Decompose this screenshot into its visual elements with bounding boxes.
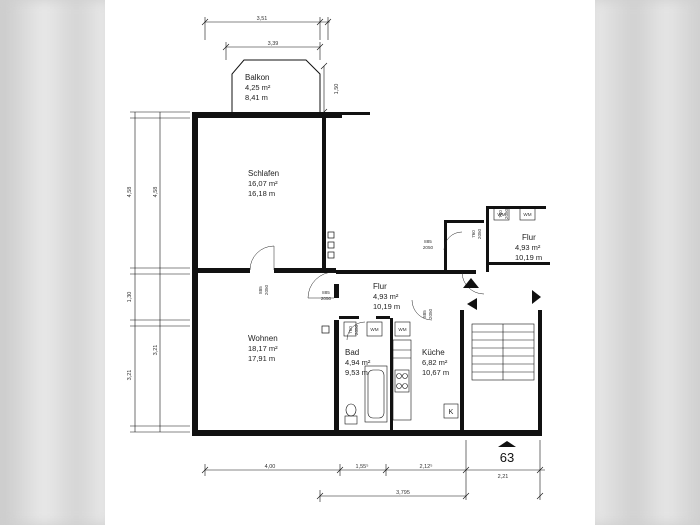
room-area-flur: 4,93 m² [373, 292, 399, 301]
k-label: K [449, 409, 454, 416]
door-height-3: 2050 [423, 245, 434, 250]
blurred-right-margin [590, 0, 700, 525]
room-perimeter-wohnen: 17,91 m [248, 354, 275, 363]
dim-bottom-3: 2,12⁵ [420, 463, 433, 470]
arrow-left-marker [467, 298, 477, 310]
blurred-left-margin [0, 0, 110, 525]
room-flur-2: Flur 4,93 m² 10,19 m [515, 233, 542, 262]
room-area-balkon: 4,25 m² [245, 83, 271, 92]
door-height-5: 2050 [354, 324, 359, 335]
door-width-2: 885 [322, 290, 330, 295]
door-width-7: 760 [498, 210, 503, 218]
dim-left-2: 4,58 [153, 187, 159, 198]
wm-label-bad: WM [370, 327, 378, 332]
top-dimensions: 3,51 3,39 1,50 [201, 16, 340, 116]
room-perimeter-schlafen: 16,18 m [248, 189, 275, 198]
dim-bottom-4: 2,21 [498, 474, 509, 480]
room-name-wohnen: Wohnen [248, 334, 278, 343]
door-height-2: 2050 [321, 296, 332, 301]
door-width-3: 885 [424, 239, 432, 244]
walls [192, 59, 550, 436]
room-area-bad: 4,94 m² [345, 358, 371, 367]
room-bad: Bad 4,94 m² 9,53 m [345, 348, 371, 377]
dim-left-3: 1,30 [127, 292, 133, 303]
apartment-number: 63 [500, 450, 514, 465]
dim-left-1: 4,58 [127, 187, 133, 198]
dim-balkon-depth: 1,50 [334, 84, 340, 95]
door-width-5: 760 [348, 326, 353, 334]
room-wohnen: Wohnen 18,17 m² 17,91 m [248, 334, 278, 363]
dim-bottom-5: 3,795 [396, 490, 410, 496]
dim-top-2: 3,39 [268, 41, 279, 47]
entrance-marker [498, 441, 516, 447]
fixtures: WM WM WM WM K [321, 207, 536, 425]
dim-top-1: 3,51 [257, 16, 268, 22]
room-perimeter-kueche: 10,67 m [422, 368, 449, 377]
door-height-7: 2050 [504, 208, 509, 219]
room-name-flur-2: Flur [522, 233, 536, 242]
door-width-4: 760 [471, 230, 476, 238]
door-width-1: 885 [258, 286, 263, 294]
wm-label-kueche: WM [398, 327, 406, 332]
dim-left-5: 3,21 [153, 345, 159, 356]
room-area-schlafen: 16,07 m² [248, 179, 278, 188]
room-area-flur-2: 4,93 m² [515, 243, 541, 252]
room-area-kueche: 6,82 m² [422, 358, 448, 367]
arrow-up-marker [463, 278, 479, 288]
dim-bottom-1: 4,00 [265, 464, 276, 470]
room-name-schlafen: Schlafen [248, 169, 279, 178]
room-name-balkon: Balkon [245, 73, 269, 82]
left-dimensions: 4,58 4,58 1,30 3,21 3,21 [127, 111, 190, 433]
room-kueche: Küche 6,82 m² 10,67 m [422, 348, 449, 377]
door-width-6: 885 [422, 310, 427, 318]
bottom-dimensions: 4,00 1,55⁵ 2,12⁵ 2,21 3,795 [201, 440, 545, 502]
room-perimeter-bad: 9,53 m [345, 368, 368, 377]
staircase [471, 323, 535, 381]
arrow-right-marker [532, 290, 541, 304]
room-schlafen: Schlafen 16,07 m² 16,18 m [248, 169, 279, 198]
room-flur: Flur 4,93 m² 10,19 m [373, 282, 400, 311]
door-labels: 885 2050 885 2050 885 2050 760 2050 760 … [258, 208, 509, 335]
room-balkon: Balkon 4,25 m² 8,41 m [245, 73, 271, 102]
room-name-flur: Flur [373, 282, 387, 291]
door-height-1: 2050 [264, 284, 269, 295]
room-perimeter-flur: 10,19 m [373, 302, 400, 311]
room-perimeter-flur-2: 10,19 m [515, 253, 542, 262]
room-area-wohnen: 18,17 m² [248, 344, 278, 353]
door-height-6: 2050 [428, 308, 433, 319]
door-height-4: 2050 [477, 228, 482, 239]
dim-bottom-2: 1,55⁵ [356, 463, 369, 470]
dim-left-4: 3,21 [127, 370, 133, 381]
room-perimeter-balkon: 8,41 m [245, 93, 268, 102]
room-name-bad: Bad [345, 348, 359, 357]
wm-label-flur-2: WM [523, 212, 531, 217]
wm-label-flur-1: WM [497, 212, 505, 217]
room-name-kueche: Küche [422, 348, 445, 357]
